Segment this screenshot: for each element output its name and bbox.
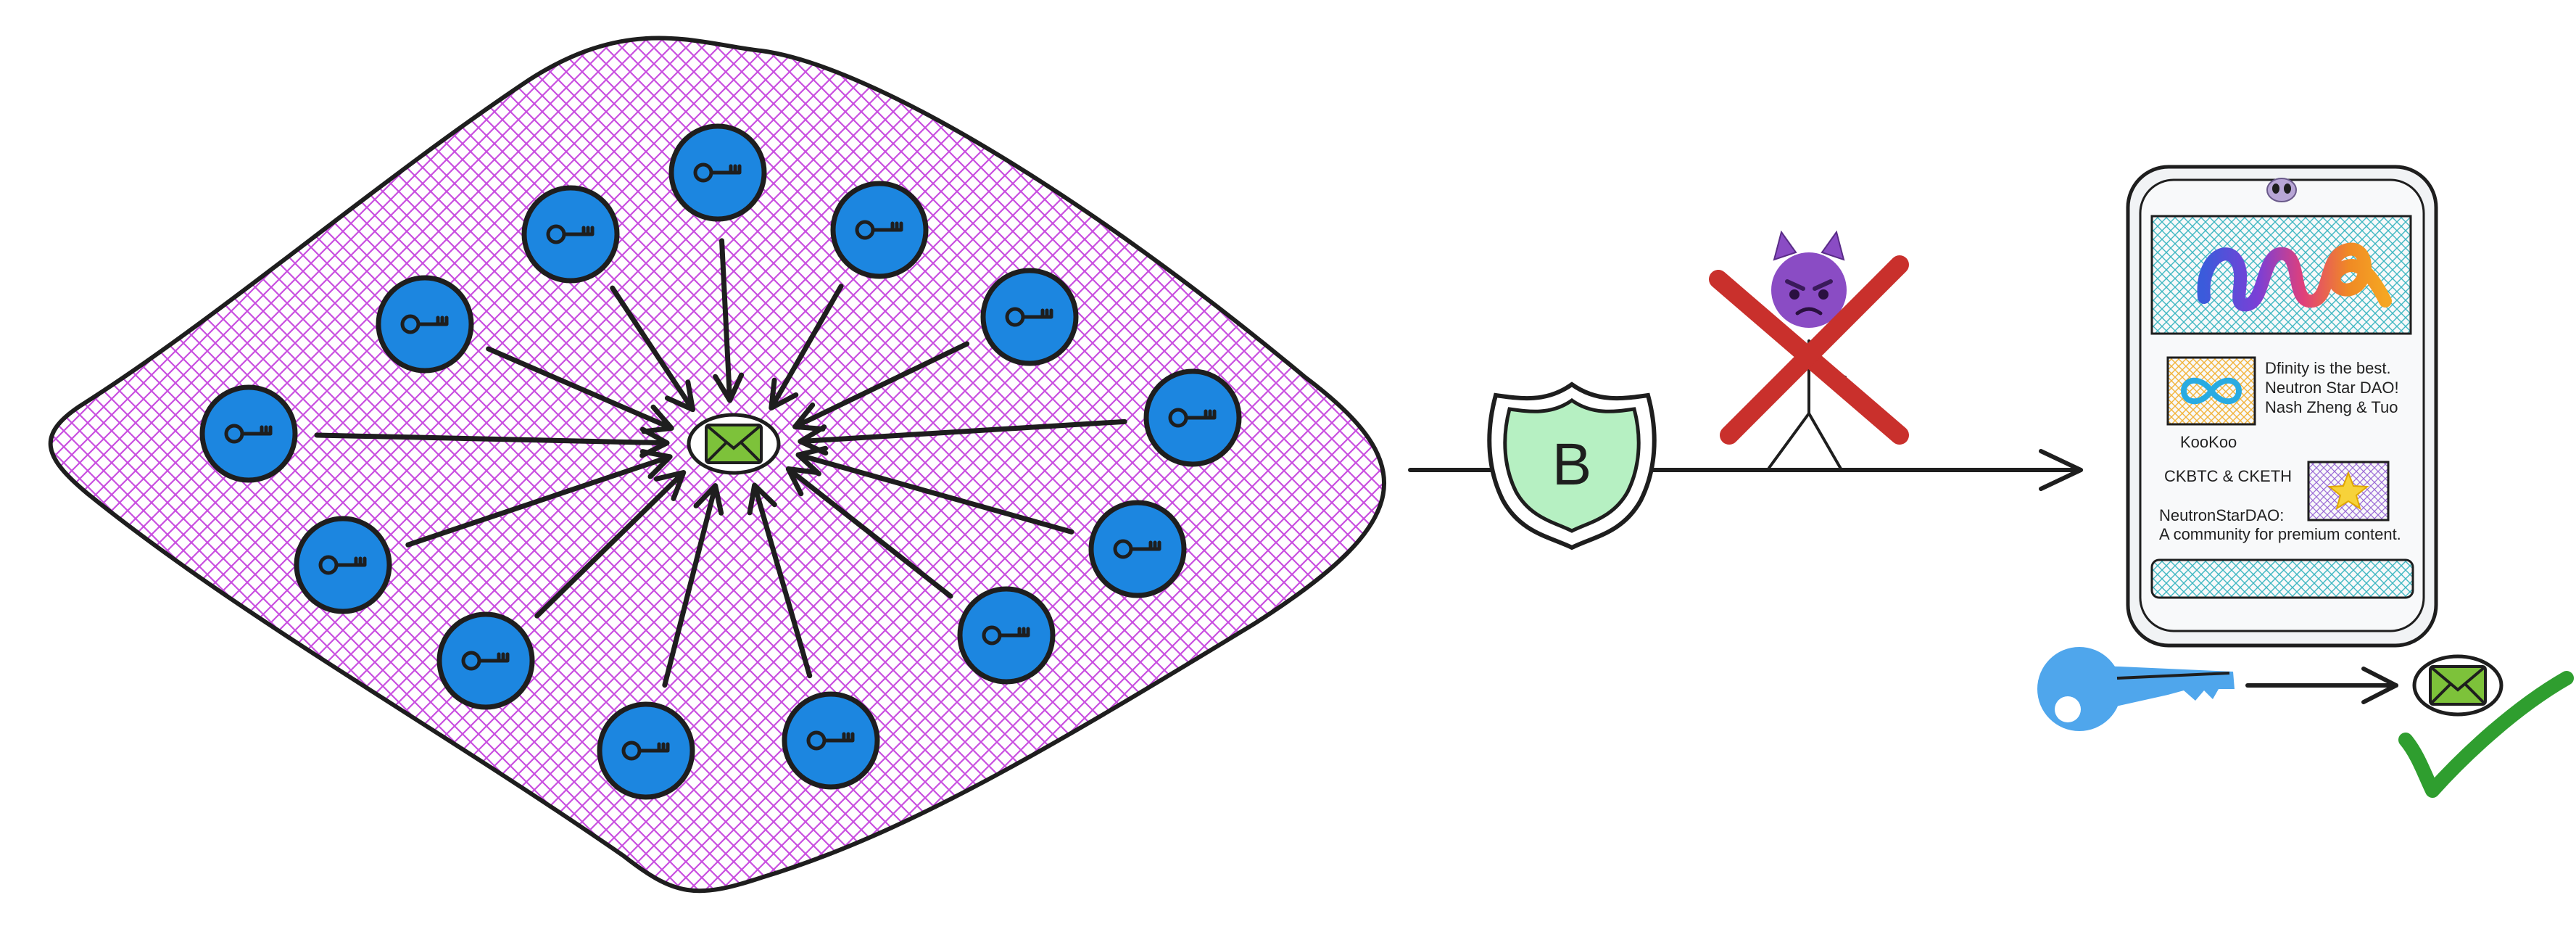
key-arrow [747,482,813,679]
token-label: CKBTC & CKETH [2164,467,2292,485]
adversary [1709,230,1909,471]
community-line-2: A community for premium content. [2159,525,2401,543]
infinity-icon [2180,377,2242,405]
community-line-1: NeutronStarDAO: [2159,506,2284,524]
star-icon [2327,471,2369,511]
transmission-arrow [1408,449,2083,491]
key-node [376,275,474,374]
key-node [782,691,880,790]
decryption-arrow [2245,667,2398,704]
shield-letter: B [1552,432,1592,498]
key-node [668,123,767,222]
envelope-icon [705,424,763,464]
key-arrow [486,346,674,434]
cross-icon [1709,255,1909,445]
post-author: KooKoo [2180,433,2237,451]
central-envelope [687,413,781,475]
key-node [521,185,620,284]
key-node [957,586,1056,685]
key-arrow [785,466,953,599]
post-line-2: Neutron Star DAO! [2265,379,2399,397]
key-node [1143,368,1242,467]
key-node [1088,500,1187,598]
decrypted-envelope [2412,654,2503,717]
key-node [436,611,535,710]
key-arrow [662,483,724,688]
key-arrow [534,469,687,619]
shield-icon: B [1487,382,1657,550]
key-node [830,181,929,279]
key-arrow [405,449,673,548]
key-arrow [792,341,970,432]
key-arrow [769,284,844,411]
key-to-envelope-arrows [314,238,1127,688]
decryption-key-icon [2037,647,2235,731]
key-node [980,268,1079,366]
devil-icon [1771,230,1847,328]
key-arrow [798,418,1127,456]
alien-icon [2266,178,2297,202]
envelope-icon [2429,665,2487,706]
key-node [597,701,695,800]
phone-footer-bar [2150,558,2414,599]
phone: Dfinity is the best. Neutron Star DAO! N… [2126,165,2438,648]
key-arrow [713,238,745,403]
key-nodes [199,123,1242,800]
squiggle-logo-icon [2197,242,2392,312]
checkmark-icon [2398,671,2574,798]
key-node [294,516,392,614]
post-line-3: Nash Zheng & Tuo [2265,398,2398,416]
post-line-1: Dfinity is the best. [2265,359,2391,377]
key-arrow [610,285,695,413]
key-node [199,384,298,483]
